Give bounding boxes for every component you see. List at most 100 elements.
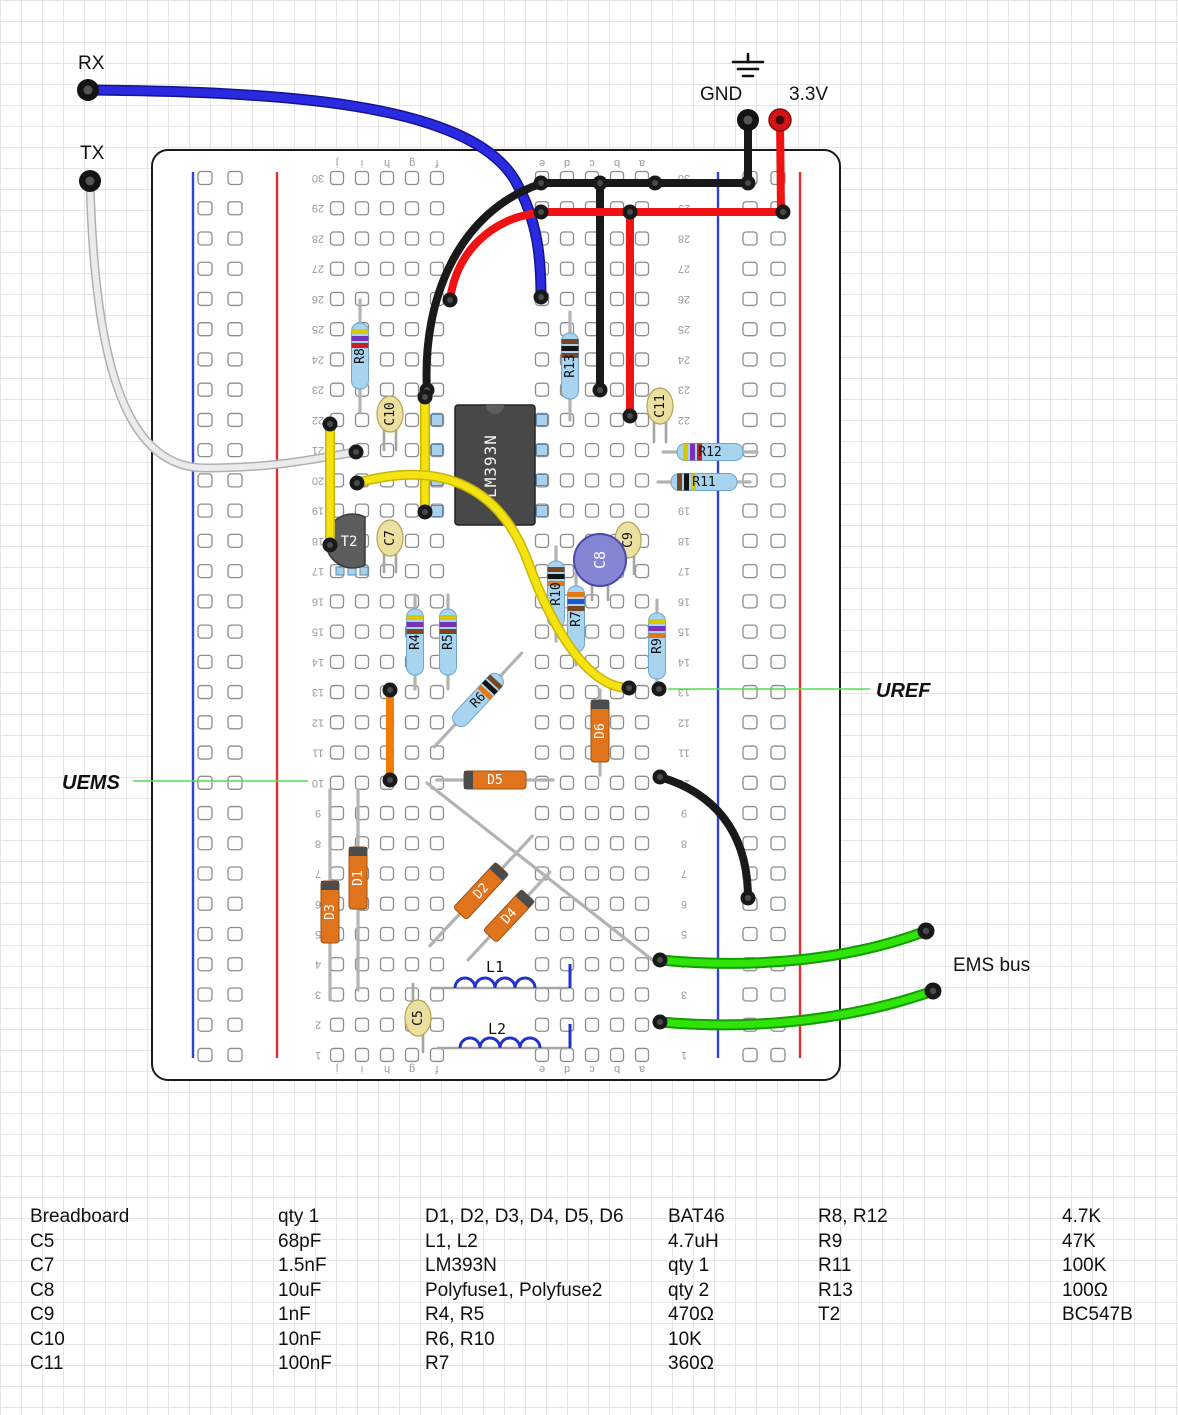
v33-terminal (768, 108, 792, 132)
row-number: 21 (312, 444, 324, 456)
breadboard-hole (329, 231, 345, 246)
inductor-l1: L1 (430, 958, 572, 990)
breadboard-hole (429, 201, 445, 216)
breadboard-hole (404, 866, 420, 881)
breadboard-hole (404, 563, 420, 579)
column-letter: g (409, 1063, 415, 1075)
breadboard-hole (197, 926, 213, 942)
breadboard-hole (742, 231, 758, 246)
breadboard-hole (379, 201, 395, 216)
gnd-label: GND (700, 84, 742, 105)
row-number: 19 (312, 505, 324, 517)
breadboard-hole (197, 170, 213, 186)
breadboard-hole (379, 352, 395, 367)
column-letter: i (361, 1063, 363, 1075)
breadboard-hole (742, 654, 758, 669)
svg-text:D3: D3 (323, 904, 338, 920)
svg-text:C5: C5 (411, 1010, 426, 1026)
breadboard-hole (634, 836, 650, 851)
column-letter: c (589, 157, 595, 169)
breadboard-hole (404, 322, 420, 337)
svg-text:C9: C9 (621, 532, 636, 548)
capacitor-c11: C11 (646, 387, 674, 444)
breadboard-hole (770, 805, 786, 821)
breadboard-hole (404, 533, 420, 549)
row-number: 24 (678, 353, 690, 365)
bom-value: qty 1 (668, 1255, 710, 1276)
breadboard-hole (559, 503, 575, 518)
breadboard-hole (429, 261, 445, 276)
bom-value: 4.7uH (668, 1230, 719, 1252)
breadboard-hole (227, 503, 243, 518)
column-letter: i (361, 157, 363, 169)
breadboard-hole (197, 382, 213, 397)
breadboard-hole (404, 382, 420, 397)
breadboard-hole (404, 170, 420, 186)
breadboard-hole (634, 926, 650, 942)
svg-text:T2: T2 (341, 534, 358, 550)
breadboard-hole (379, 805, 395, 821)
breadboard-hole (584, 866, 600, 881)
breadboard-hole (329, 322, 345, 337)
bom-value: 100nF (278, 1353, 332, 1374)
breadboard-hole (354, 291, 370, 307)
breadboard-hole (559, 745, 575, 760)
breadboard-hole (634, 443, 650, 458)
row-number: 11 (678, 747, 689, 759)
breadboard-hole (559, 805, 575, 821)
svg-text:C10: C10 (383, 402, 398, 425)
uref-label: UREF (876, 680, 931, 702)
tx-label: TX (80, 143, 105, 164)
breadboard-hole (197, 775, 213, 790)
breadboard-hole (429, 170, 445, 186)
breadboard-hole (770, 866, 786, 881)
breadboard-hole (584, 957, 600, 972)
bom-value: 360Ω (668, 1353, 714, 1374)
breadboard-hole (227, 684, 243, 700)
breadboard-hole (197, 715, 213, 730)
breadboard-hole (227, 170, 243, 186)
breadboard-hole (404, 231, 420, 246)
breadboard-hole (197, 1017, 213, 1032)
breadboard-hole (329, 745, 345, 760)
breadboard-hole (634, 563, 650, 579)
breadboard-hole (227, 987, 243, 1002)
breadboard-hole (742, 443, 758, 458)
breadboard-hole (534, 957, 550, 972)
component-lead (425, 781, 657, 964)
breadboard-hole (609, 715, 625, 730)
breadboard-hole (379, 654, 395, 669)
breadboard-hole (534, 624, 550, 639)
breadboard-hole (742, 805, 758, 821)
bom-value: qty 1 (278, 1206, 320, 1227)
breadboard-hole (404, 443, 420, 458)
bom-row: L1, L2 4.7uH (425, 1230, 725, 1255)
breadboard-hole (770, 594, 786, 609)
bom-value: 1.5nF (278, 1255, 327, 1276)
breadboard-hole (354, 684, 370, 700)
breadboard-hole (770, 231, 786, 246)
bom-part: L1, L2 (425, 1230, 478, 1252)
breadboard-hole (404, 352, 420, 367)
breadboard-hole (227, 352, 243, 367)
breadboard-hole (634, 896, 650, 911)
row-number: 23 (312, 384, 324, 396)
breadboard-hole (634, 261, 650, 276)
breadboard-hole (770, 684, 786, 700)
breadboard-hole (379, 170, 395, 186)
breadboard-hole (770, 836, 786, 851)
breadboard-hole (609, 322, 625, 337)
breadboard-hole (559, 896, 575, 911)
capacitor-c5: C5 (404, 982, 432, 1054)
breadboard-hole (742, 503, 758, 518)
bom-part: C9 (30, 1304, 55, 1325)
row-number: 22 (678, 414, 690, 426)
row-number: 1 (315, 1049, 321, 1061)
